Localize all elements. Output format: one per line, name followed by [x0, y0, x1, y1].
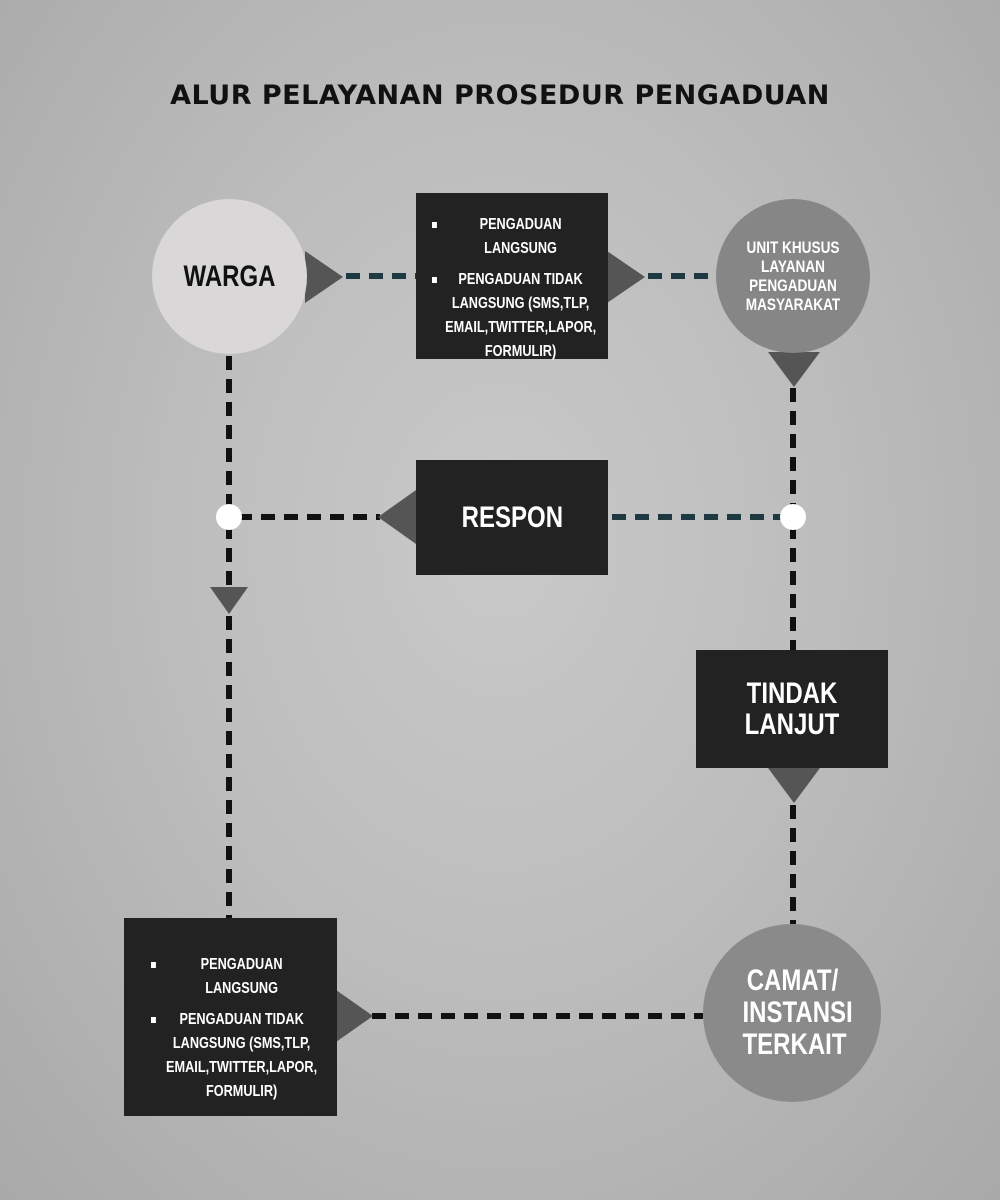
diagram-title: ALUR PELAYANAN PROSEDUR PENGADUAN	[170, 80, 830, 111]
arrow-respon-left	[378, 490, 416, 544]
arrow-tindak-down	[768, 768, 820, 803]
arrow-warga-right	[305, 251, 343, 303]
node-channels-bottom: PENGADUAN LANGSUNG PENGADUAN TIDAK LANGS…	[124, 918, 337, 1116]
node-respon-label: RESPON	[461, 500, 563, 534]
node-respon: RESPON	[416, 460, 608, 575]
node-warga: WARGA	[152, 199, 307, 354]
channels-bottom-list: PENGADUAN LANGSUNG PENGADUAN TIDAK LANGS…	[151, 953, 319, 1111]
node-unit-khusus: UNIT KHUSUS LAYANAN PENGADUAN MASYARAKAT	[716, 199, 870, 353]
node-warga-label: WARGA	[183, 259, 276, 293]
node-camat-label: CAMAT/ INSTANSI TERKAIT	[742, 964, 853, 1061]
arrow-bottom-box-right	[336, 990, 373, 1042]
channels-top-item: PENGADUAN LANGSUNG	[432, 213, 596, 261]
arrow-unit-down	[768, 352, 820, 387]
channels-bottom-item: PENGADUAN LANGSUNG	[151, 953, 319, 1001]
channels-bottom-item: PENGADUAN TIDAK LANGSUNG (SMS,TLP, EMAIL…	[151, 1008, 319, 1104]
channels-top-item: PENGADUAN TIDAK LANGSUNG (SMS,TLP, EMAIL…	[432, 268, 596, 364]
node-unit-khusus-label: UNIT KHUSUS LAYANAN PENGADUAN MASYARAKAT	[745, 238, 841, 314]
channels-top-list: PENGADUAN LANGSUNG PENGADUAN TIDAK LANGS…	[432, 213, 596, 371]
arrow-channels-right	[607, 251, 645, 303]
junction-dot-right	[780, 504, 806, 530]
junction-dot-left	[216, 504, 242, 530]
arrow-left-down	[210, 587, 248, 614]
node-tindak-lanjut: TINDAK LANJUT	[696, 650, 888, 768]
node-channels-top: PENGADUAN LANGSUNG PENGADUAN TIDAK LANGS…	[416, 193, 608, 360]
node-tindak-lanjut-label: TINDAK LANJUT	[744, 676, 840, 741]
node-camat: CAMAT/ INSTANSI TERKAIT	[703, 924, 881, 1102]
